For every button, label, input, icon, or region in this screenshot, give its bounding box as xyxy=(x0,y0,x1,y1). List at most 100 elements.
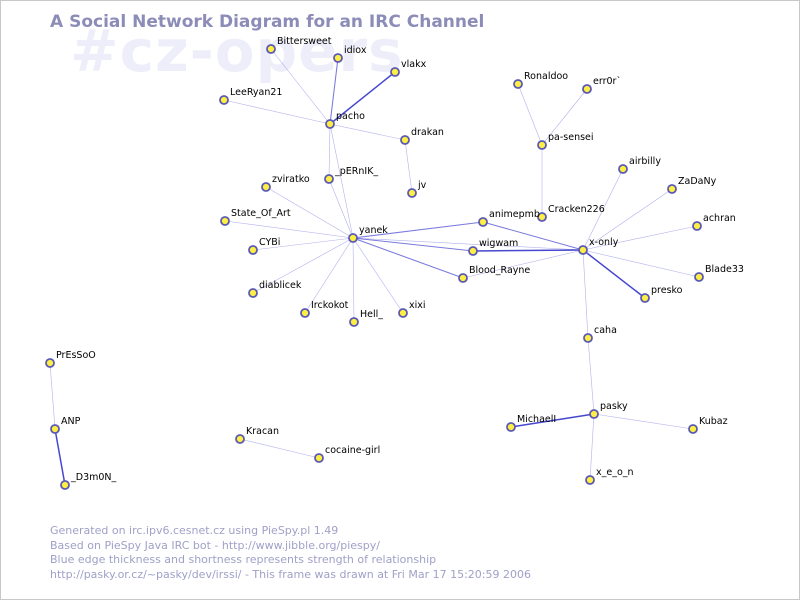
node-achran: achran xyxy=(692,213,736,231)
node-pacho: pacho xyxy=(325,111,365,129)
node-airbilly: airbilly xyxy=(618,156,661,174)
node-marker xyxy=(537,140,547,150)
edge-x-only-wigwam xyxy=(472,249,584,252)
node-diablicek: diablicek xyxy=(248,280,302,298)
node-label: Irckokot xyxy=(311,300,349,311)
node-label: ANP xyxy=(61,416,81,427)
edge-yanek-xixi xyxy=(352,237,404,314)
node-marker xyxy=(688,424,698,434)
node-Blade33: Blade33 xyxy=(694,264,744,282)
node-ANP: ANP xyxy=(50,416,81,434)
edge-pacho-idiox xyxy=(329,57,339,125)
node-label: Bittersweet xyxy=(277,36,332,47)
node-marker xyxy=(219,95,229,105)
edge-x-only-Blade33 xyxy=(582,249,700,278)
edge-drakan-jv xyxy=(404,139,413,194)
node-label: xixi xyxy=(409,300,426,311)
node-label: caha xyxy=(594,325,617,336)
node-marker xyxy=(50,424,60,434)
node-Hell_: Hell_ xyxy=(349,309,383,327)
node-xixi: xixi xyxy=(398,300,426,318)
edge-caha-pasky xyxy=(587,337,595,415)
node-PrEsSoO: PrEsSoO xyxy=(45,350,96,368)
node-marker xyxy=(266,44,276,54)
node-marker xyxy=(300,308,310,318)
node-marker xyxy=(537,212,547,222)
node-label: _D3m0N_ xyxy=(70,472,117,483)
node-yanek: yanek xyxy=(348,225,388,243)
node-marker xyxy=(582,84,592,94)
node-label: _pERnIK_ xyxy=(334,166,378,177)
node-marker xyxy=(348,233,358,243)
node-label: pasky xyxy=(600,401,628,412)
edge-yanek-wigwam xyxy=(352,237,474,252)
node-marker xyxy=(333,53,343,63)
edge-Kracan-cocaine-girl xyxy=(239,438,320,459)
node-Blood_Rayne: Blood_Rayne xyxy=(458,265,530,283)
footer-based-on-line: Based on PieSpy Java IRC bot - http://ww… xyxy=(50,538,380,552)
node-marker xyxy=(314,453,324,463)
edge-ANP-D3m0N xyxy=(54,428,66,486)
node-marker xyxy=(513,79,523,89)
edge-PrEsSoO-ANP xyxy=(49,362,56,430)
edge-yanek-animepmb xyxy=(352,221,484,239)
node-label: jv xyxy=(417,180,427,191)
node-label: err0r` xyxy=(593,76,621,87)
edge-x-only-achran xyxy=(582,225,698,251)
node-label: diablicek xyxy=(259,280,302,291)
node-vlakx: vlakx xyxy=(390,59,427,77)
node-Cracken226: Cracken226 xyxy=(537,204,605,222)
node-label: drakan xyxy=(411,127,444,138)
node-marker xyxy=(692,221,702,231)
node-D3m0N: _D3m0N_ xyxy=(60,472,117,490)
node-marker xyxy=(325,119,335,129)
footer-legend-line: Blue edge thickness and shortness repres… xyxy=(50,553,437,566)
node-label: idiox xyxy=(344,45,367,56)
edge-pasky-Kubaz xyxy=(593,413,694,430)
node-label: Blood_Rayne xyxy=(469,265,530,276)
edge-yanek-zviratko xyxy=(265,186,354,239)
node-LeeRyan21: LeeRyan21 xyxy=(219,87,282,105)
node-label: Kubaz xyxy=(699,416,728,427)
node-Ronaldoo: Ronaldoo xyxy=(513,71,568,89)
edge-err0r-pa-sensei xyxy=(541,88,588,146)
node-idiox: idiox xyxy=(333,45,367,63)
node-marker xyxy=(618,164,628,174)
node-label: airbilly xyxy=(629,156,661,167)
edge-x-only-airbilly xyxy=(582,168,624,251)
edge-pacho-LeeRyan21 xyxy=(223,99,331,125)
node-drakan: drakan xyxy=(400,127,444,145)
node-label: MichaelI xyxy=(517,414,556,425)
node-label: pacho xyxy=(336,111,365,122)
edge-Ronaldoo-pa-sensei xyxy=(517,83,543,146)
node-marker xyxy=(220,216,230,226)
node-label: Blade33 xyxy=(705,264,744,275)
node-marker xyxy=(248,288,258,298)
node-label: vlakx xyxy=(401,59,427,70)
edge-yanek-pERnIK xyxy=(328,178,354,239)
node-label: wigwam xyxy=(479,238,518,249)
edge-pacho-Bittersweet xyxy=(270,48,331,125)
node-Bittersweet: Bittersweet xyxy=(266,36,332,54)
node-marker xyxy=(400,135,410,145)
node-marker xyxy=(248,245,258,255)
node-label: presko xyxy=(651,285,683,296)
node-marker xyxy=(324,174,334,184)
node-label: ZaDaNy xyxy=(678,176,717,187)
node-label: yanek xyxy=(359,225,388,236)
node-marker xyxy=(398,308,408,318)
edge-pacho-vlakx xyxy=(329,71,396,125)
edge-pasky-MichaelI xyxy=(510,413,595,428)
node-label: cocaine-girl xyxy=(325,445,380,456)
node-label: Cracken226 xyxy=(548,204,605,215)
node-label: LeeRyan21 xyxy=(230,87,282,98)
node-label: x-only xyxy=(589,237,619,248)
node-label: achran xyxy=(703,213,736,224)
node-marker xyxy=(585,475,595,485)
edge-yanek-Hell_ xyxy=(352,237,355,323)
node-marker xyxy=(458,273,468,283)
edge-pacho-pERnIK xyxy=(328,123,331,180)
node-marker xyxy=(45,358,55,368)
